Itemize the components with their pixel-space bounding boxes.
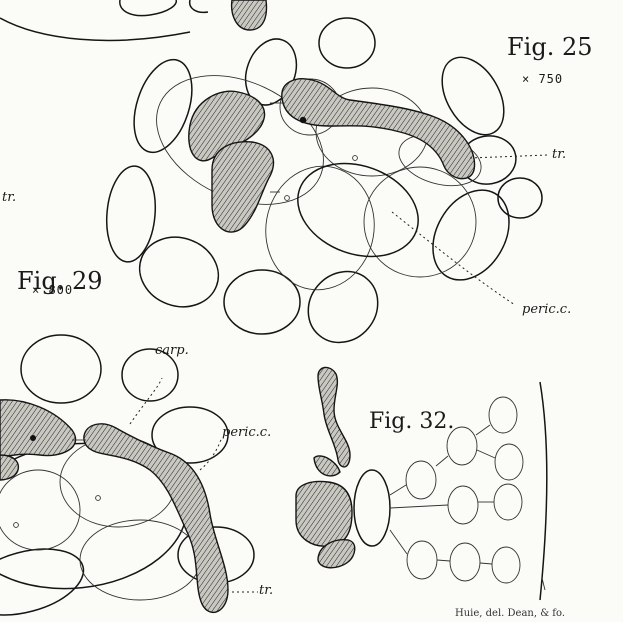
fig29-magnification: × 800 (32, 283, 73, 297)
fig32-title: Fig. 32. (369, 409, 454, 434)
fig25-magnification: × 750 (522, 72, 563, 86)
label-tr-left: tr. (2, 190, 16, 205)
plate-credit: Huie, del. Dean, & fo. (455, 608, 565, 619)
top-partial-figure (0, 0, 266, 40)
label-tr-fig25: tr. (552, 147, 566, 162)
fig25-title: Fig. 25 (507, 33, 593, 61)
label-peric-c-fig29: peric.c. (222, 425, 271, 440)
label-carp: carp. (155, 343, 189, 358)
fig32-drawing (296, 367, 547, 600)
label-peric-c-fig25: peric.c. (522, 302, 571, 317)
fig25-drawing (103, 18, 548, 357)
fig29-drawing (0, 335, 258, 622)
label-tr-fig29: tr. (259, 583, 273, 598)
